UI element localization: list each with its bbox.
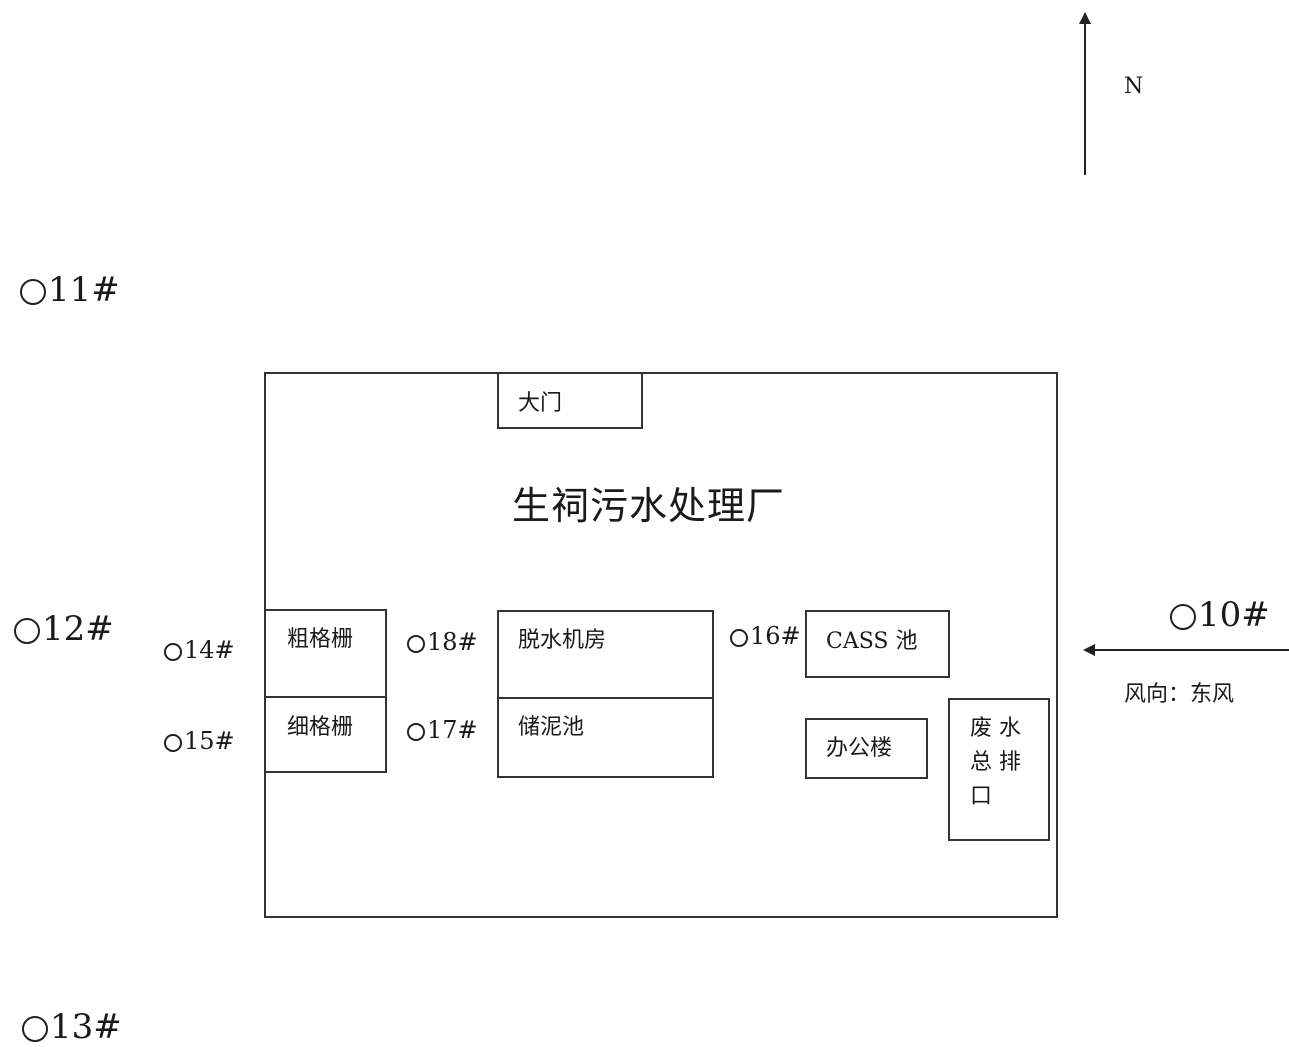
sludge-tank-label: 储泥池 [518, 715, 585, 740]
point-marker-icon [20, 279, 46, 305]
point-marker-icon [730, 628, 748, 647]
fine-screen-box [264, 696, 387, 773]
dewatering-room-box [497, 610, 714, 699]
point-17: 17# [407, 718, 478, 742]
point-14: 14# [164, 638, 235, 662]
plant-title: 生祠污水处理厂 [512, 484, 786, 528]
point-marker-icon [22, 1016, 48, 1042]
outfall-label-line-1: 废 水 [970, 716, 1021, 741]
point-14-label: 14# [184, 636, 235, 664]
point-marker-icon [164, 733, 182, 752]
cass-tank-box [805, 610, 950, 678]
gate-label: 大门 [518, 391, 563, 416]
point-12: 12# [14, 612, 114, 646]
point-17-label: 17# [427, 716, 478, 744]
coarse-screen-box [264, 609, 387, 698]
point-13-label: 13# [50, 1007, 122, 1047]
north-label: N [1124, 74, 1144, 99]
point-marker-icon [407, 722, 425, 741]
outfall-label-line-3: 口 [970, 784, 993, 809]
outfall-box [948, 698, 1050, 841]
point-10: 10# [1170, 598, 1270, 632]
point-12-label: 12# [42, 609, 114, 649]
outfall-label-line-2: 总 排 [970, 750, 1021, 775]
point-18: 18# [407, 630, 478, 654]
point-marker-icon [164, 642, 182, 661]
point-18-label: 18# [427, 628, 478, 656]
point-15-label: 15# [184, 727, 235, 755]
sludge-tank-box [497, 697, 714, 778]
point-16: 16# [730, 624, 801, 648]
point-15: 15# [164, 729, 235, 753]
cass-tank-label: CASS 池 [826, 629, 918, 654]
wind-direction-label: 风向：东风 [1124, 682, 1235, 707]
dewatering-room-label: 脱水机房 [518, 628, 607, 653]
office-box [805, 718, 928, 779]
gate-box [497, 372, 643, 429]
point-13: 13# [22, 1010, 122, 1044]
point-10-label: 10# [1198, 595, 1270, 635]
point-marker-icon [407, 634, 425, 653]
point-16-label: 16# [750, 622, 801, 650]
coarse-screen-label: 粗格栅 [287, 627, 354, 652]
office-label: 办公楼 [826, 736, 893, 761]
fine-screen-label: 细格栅 [287, 715, 354, 740]
point-marker-icon [14, 618, 40, 644]
outfall-label: 废 水 总 排 口 [970, 718, 1021, 808]
point-marker-icon [1170, 604, 1196, 630]
point-11: 11# [20, 273, 120, 307]
point-11-label: 11# [48, 270, 120, 310]
